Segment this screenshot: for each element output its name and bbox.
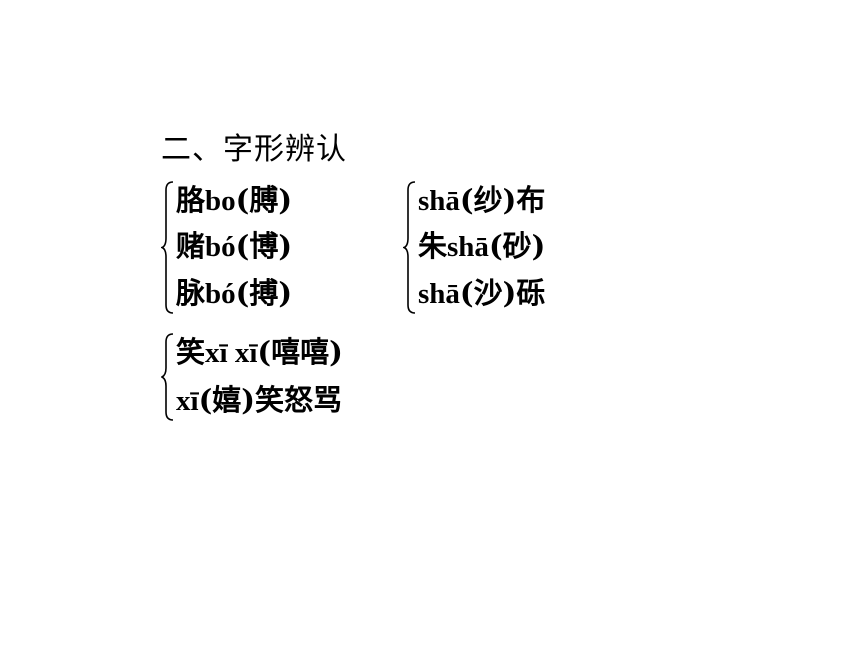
pinyin: xī (176, 385, 199, 417)
char: 胳 (176, 183, 206, 217)
list-item: xī(嬉)笑怒骂 (176, 382, 342, 419)
answer: (砂) (488, 229, 546, 263)
list-item: 笑xī xī(嘻嘻) (176, 334, 343, 371)
left-brace-icon (403, 181, 416, 314)
pinyin: bo (205, 185, 236, 217)
list-item: 胳bo(膊) (176, 182, 292, 219)
list-item: 脉bó(搏) (176, 275, 292, 312)
list-item: shā(纱)布 (418, 182, 545, 219)
answer: (沙)砾 (459, 276, 546, 310)
left-brace-icon (161, 333, 174, 421)
char: 脉 (176, 276, 206, 310)
char: 赌 (176, 229, 206, 263)
pinyin: bó (205, 231, 236, 263)
pinyin: xī xī (205, 337, 258, 369)
char: 朱 (418, 229, 448, 263)
list-item: shā(沙)砾 (418, 275, 545, 312)
answer: (博) (235, 229, 293, 263)
left-brace-icon (161, 181, 174, 314)
group-xi: 笑xī xī(嘻嘻) xī(嬉)笑怒骂 (161, 332, 401, 422)
answer: (搏) (235, 276, 293, 310)
list-item: 朱shā(砂) (418, 228, 545, 265)
answer: (膊) (235, 183, 293, 217)
pinyin: shā (447, 231, 489, 263)
pinyin: bó (205, 278, 236, 310)
pinyin: shā (418, 278, 460, 310)
answer: (嘻嘻) (257, 335, 343, 369)
char: 笑 (176, 335, 206, 369)
group-sha: shā(纱)布 朱shā(砂) shā(沙)砾 (403, 180, 623, 315)
group-bo: 胳bo(膊) 赌bó(博) 脉bó(搏) (161, 180, 361, 315)
answer: (嬉)笑怒骂 (198, 383, 343, 417)
list-item: 赌bó(博) (176, 228, 292, 265)
section-heading: 二、字形辨认 (161, 132, 347, 167)
answer: (纱)布 (459, 183, 546, 217)
pinyin: shā (418, 185, 460, 217)
